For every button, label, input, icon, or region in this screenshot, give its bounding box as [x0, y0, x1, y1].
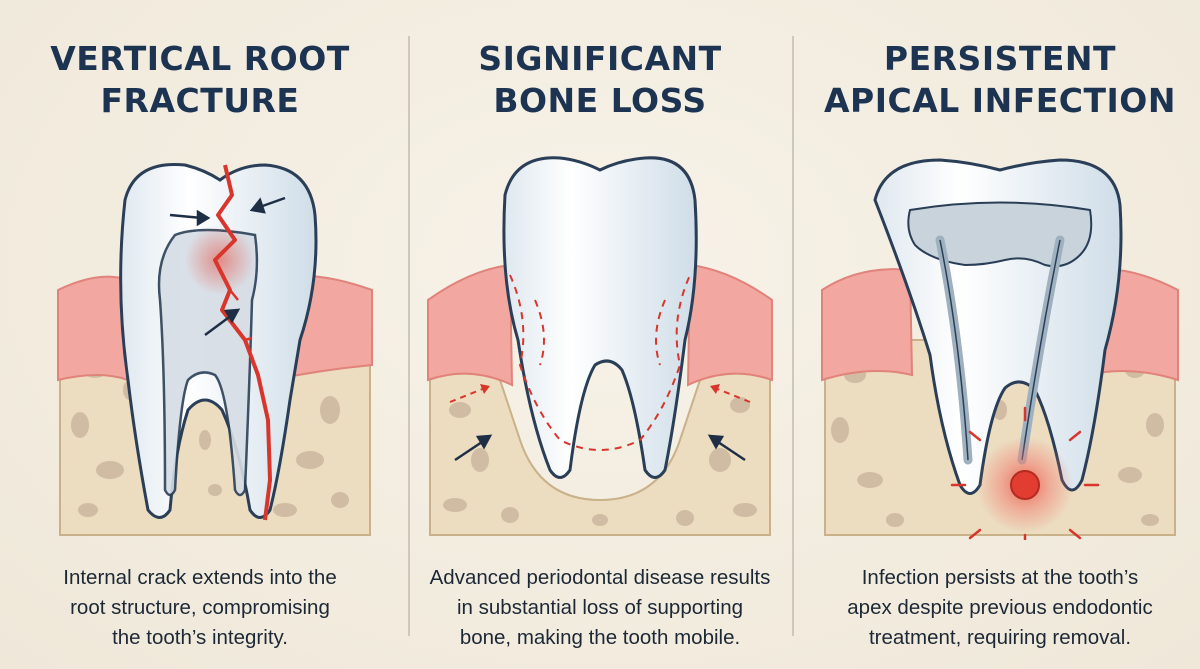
panel-persistent-apical-infection: PERSISTENT APICAL INFECTION: [800, 0, 1200, 669]
caption-line: bone, making the tooth mobile.: [459, 626, 741, 649]
panel-vertical-root-fracture: VERTICAL ROOT FRACTURE: [0, 0, 400, 669]
bone-texture: [443, 397, 757, 526]
caption-line: Infection persists at the tooth’s: [861, 566, 1139, 589]
title-line: PERSISTENT: [883, 39, 1117, 78]
title-line: BONE LOSS: [493, 81, 707, 120]
caption-line: root structure, compromising: [70, 596, 330, 619]
arrows: [169, 196, 286, 337]
title-line: SIGNIFICANT: [478, 39, 722, 78]
inflammation-glow: [185, 225, 255, 295]
panel-significant-bone-loss: SIGNIFICANT BONE LOSS: [400, 0, 800, 669]
crack: [213, 164, 272, 521]
gum: [821, 268, 914, 382]
pulp: [157, 228, 259, 497]
infection-core: [1010, 470, 1040, 500]
tooth: [502, 156, 698, 479]
panel-divider: [408, 36, 410, 636]
panel-title: PERSISTENT APICAL INFECTION: [810, 38, 1190, 122]
caption-line: in substantial loss of supporting: [456, 596, 744, 619]
panel-title: VERTICAL ROOT FRACTURE: [10, 38, 390, 122]
panel-caption: Internal crack extends into the root str…: [20, 563, 380, 653]
panel-caption: Advanced periodontal disease results in …: [420, 563, 780, 653]
panel-divider: [792, 36, 794, 636]
bone-loss-outline: [509, 274, 691, 451]
panel-title: SIGNIFICANT BONE LOSS: [410, 38, 790, 122]
pulp: [907, 201, 1093, 268]
tooth-fracture-icon: [57, 162, 373, 536]
crack-detail: [229, 289, 253, 342]
gum: [686, 263, 773, 387]
title-line: FRACTURE: [100, 81, 300, 120]
tooth-apical-infection-icon: [821, 158, 1179, 540]
caption-line: Internal crack extends into the: [63, 566, 337, 589]
gum: [57, 275, 129, 382]
root-canal-filling-outline: [939, 239, 1061, 461]
title-line: VERTICAL ROOT: [50, 39, 350, 78]
tooth-bone-loss-icon: [427, 156, 773, 536]
arrows: [454, 434, 746, 462]
infection-rays: [950, 406, 1100, 540]
caption-line: the tooth’s integrity.: [112, 626, 288, 649]
gum: [427, 263, 514, 387]
caption-line: Advanced periodontal disease results: [429, 566, 771, 589]
caption-line: apex despite previous endodontic: [847, 596, 1153, 619]
title-line: APICAL INFECTION: [824, 81, 1176, 120]
caption-line: treatment, requiring removal.: [868, 626, 1132, 649]
panel-caption: Infection persists at the tooth’s apex d…: [820, 563, 1180, 653]
